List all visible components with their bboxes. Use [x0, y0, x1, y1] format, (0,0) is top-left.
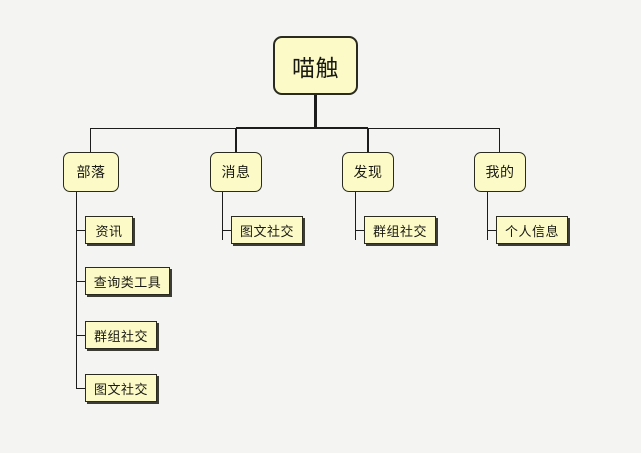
connector-stub-buluo-4: [76, 388, 85, 389]
connector-stub-buluo-2: [76, 281, 85, 282]
leaf-node-label: 群组社交: [93, 329, 148, 345]
leaf-node-label: 群组社交: [372, 224, 427, 240]
branch-node-faxian[interactable]: 发现: [342, 152, 394, 192]
connector-drop-branch-4: [499, 128, 500, 152]
leaf-node-label: 资讯: [95, 224, 123, 240]
leaf-node-qunzushejiao[interactable]: 群组社交: [85, 321, 157, 349]
root-node[interactable]: 喵触: [273, 36, 358, 95]
connector-drop-branch-2: [235, 128, 237, 152]
leaf-node-label: 查询类工具: [93, 275, 162, 291]
branch-node-xiaoxi[interactable]: 消息: [210, 152, 262, 192]
connector-spine-xiaoxi: [222, 192, 223, 240]
connector-stub-buluo-3: [76, 335, 85, 336]
leaf-node-label: 个人信息: [504, 224, 559, 240]
branch-node-label: 发现: [353, 165, 383, 181]
leaf-node-zixun[interactable]: 资讯: [85, 216, 133, 244]
connector-stub-buluo-1: [76, 230, 85, 231]
connector-drop-branch-1: [90, 128, 91, 152]
branch-node-label: 消息: [221, 165, 251, 181]
root-node-label: 喵触: [292, 55, 339, 82]
branch-node-buluo[interactable]: 部落: [63, 152, 119, 192]
connector-spine-faxian: [355, 192, 356, 240]
connector-bus-center: [236, 127, 368, 129]
connector-stub-faxian-1: [355, 230, 364, 231]
leaf-node-tuwenshejiao[interactable]: 图文社交: [85, 374, 157, 402]
leaf-node-gerenxinxi[interactable]: 个人信息: [496, 216, 568, 244]
leaf-node-chaxunleigongju[interactable]: 查询类工具: [85, 267, 170, 295]
leaf-node-xiaoxi-tuwenshejiao[interactable]: 图文社交: [231, 216, 303, 244]
leaf-node-label: 图文社交: [93, 382, 148, 398]
connector-drop-branch-3: [367, 128, 369, 152]
connector-root-stem: [314, 95, 317, 129]
connector-spine-buluo: [76, 192, 77, 388]
connector-stub-xiaoxi-1: [222, 230, 231, 231]
leaf-node-label: 图文社交: [239, 224, 294, 240]
connector-stub-wode-1: [487, 230, 496, 231]
branch-node-wode[interactable]: 我的: [474, 152, 526, 192]
branch-node-label: 我的: [485, 165, 515, 181]
connector-bus-right: [368, 128, 499, 129]
connector-spine-wode: [487, 192, 488, 240]
connector-bus-left: [90, 128, 236, 129]
leaf-node-faxian-qunzushejiao[interactable]: 群组社交: [364, 216, 436, 244]
branch-node-label: 部落: [76, 165, 106, 181]
